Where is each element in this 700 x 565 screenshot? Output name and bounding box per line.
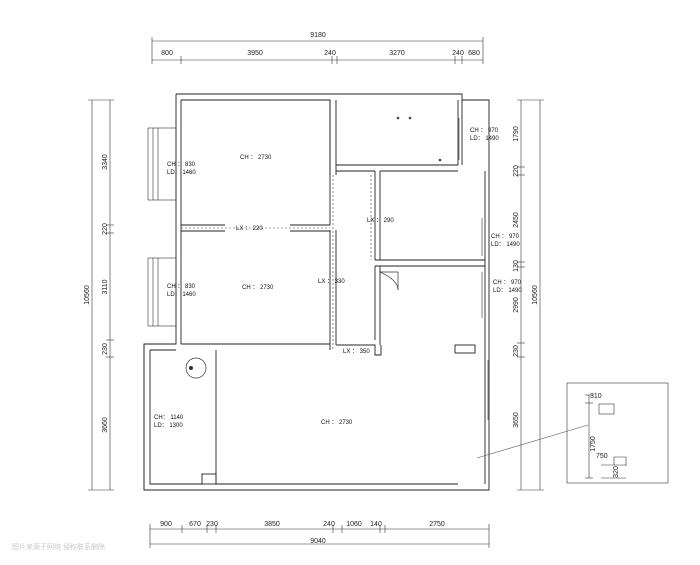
lintel-label-1: LX ： 220 — [236, 226, 263, 232]
bottom-seg-7: 140 — [370, 521, 382, 528]
bottom-seg-5: 240 — [323, 521, 335, 528]
right-seg-7: 3650 — [513, 412, 520, 428]
walls — [143, 93, 490, 491]
right-seg-5: 2990 — [513, 297, 520, 313]
lintel-dashes — [181, 175, 375, 350]
top-total-dim: 9180 — [310, 32, 326, 39]
top-seg-3: 240 — [324, 50, 336, 57]
left-total-dim: 10560 — [84, 285, 91, 305]
door-swing — [379, 271, 399, 291]
lintel-label-3: LX ： 330 — [318, 279, 345, 285]
column-circle — [185, 357, 207, 379]
top-seg-4: 3270 — [389, 50, 405, 57]
lintel-label-4: LX ： 350 — [343, 349, 370, 355]
right-dimension-line — [517, 99, 544, 491]
lintel-label-2: LX ： 290 — [367, 218, 394, 224]
bedroom2-window-ch: CH ： 830 — [167, 284, 196, 290]
left-seg-4: 230 — [102, 343, 109, 355]
right-seg-3: 2450 — [513, 212, 520, 228]
fixture-dots — [396, 116, 442, 162]
bedroom1-ceiling: CH ： 2730 — [240, 155, 272, 161]
bottom-seg-1: 900 — [160, 521, 172, 528]
right-total-dim: 10560 — [532, 285, 539, 305]
living-ceiling: CH ： 2730 — [321, 420, 353, 426]
bottom-seg-4: 3850 — [264, 521, 280, 528]
living-window-ld: LD： 1300 — [154, 423, 183, 429]
left-seg-5: 3660 — [102, 417, 109, 433]
top-seg-1: 800 — [161, 50, 173, 57]
bath-window-ld: LD： 1490 — [470, 136, 499, 142]
room3-window-ld: LD： 1490 — [491, 242, 520, 248]
inset-dim-4: 320 — [613, 466, 620, 478]
bottom-dimension-line — [149, 524, 490, 548]
bottom-seg-2: 670 — [189, 521, 201, 528]
room4-window-ch: CH ： 970 — [493, 280, 522, 286]
bottom-seg-8: 2750 — [429, 521, 445, 528]
top-seg-5: 240 — [452, 50, 464, 57]
inset-frame — [566, 382, 669, 484]
inset-dim-2: 1750 — [590, 436, 597, 452]
bedroom2-ceiling: CH ： 2730 — [242, 285, 274, 291]
inset-dim-1: 310 — [590, 393, 602, 400]
inset-leader-line — [476, 424, 589, 459]
top-seg-2: 3950 — [247, 50, 263, 57]
left-seg-2: 220 — [102, 223, 109, 235]
bottom-seg-6: 1060 — [346, 521, 362, 528]
bottom-total-dim: 9040 — [310, 538, 326, 545]
bedroom1-window-ld: LD： 1460 — [167, 170, 196, 176]
right-seg-2: 220 — [513, 165, 520, 177]
bath-window-ch: CH ： 970 — [470, 128, 499, 134]
windows — [147, 118, 489, 420]
watermark: 图片来源于网络 侵权联系删除 — [12, 542, 105, 551]
top-seg-6: 680 — [468, 50, 480, 57]
left-seg-3: 3110 — [102, 279, 109, 294]
right-seg-1: 1790 — [513, 126, 520, 142]
column-dot — [189, 366, 193, 370]
bedroom1-window-ch: CH ： 830 — [167, 162, 196, 168]
left-dimension-line — [88, 99, 114, 491]
room4-window-ld: LD： 1490 — [493, 288, 522, 294]
left-seg-1: 3340 — [102, 154, 109, 170]
top-dimension-line — [151, 37, 484, 64]
bedroom2-window-ld: LD： 1460 — [167, 292, 196, 298]
room3-window-ch: CH ： 970 — [491, 234, 520, 240]
right-seg-6: 230 — [513, 345, 520, 357]
right-seg-4: 130 — [513, 260, 520, 272]
living-window-ch: CH： 1140 — [154, 415, 184, 421]
inset-dim-3: 750 — [596, 453, 608, 460]
bottom-seg-3: 230 — [206, 521, 218, 528]
